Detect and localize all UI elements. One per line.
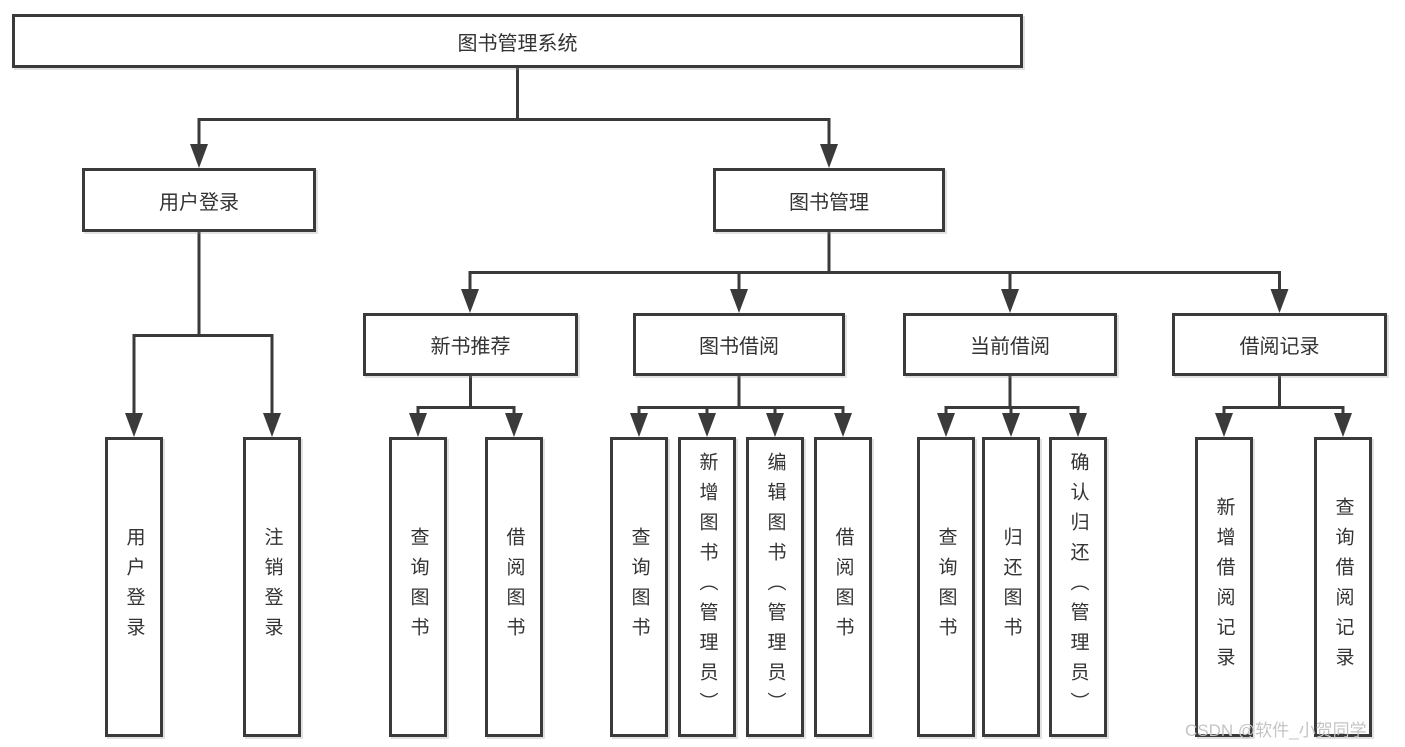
node-label: 新增图书（管理员） <box>696 452 718 722</box>
leaf-borrow-books-recommend: 借阅图书 <box>485 437 543 737</box>
arrowhead-down <box>698 413 716 437</box>
leaf-query-books-current: 查询图书 <box>917 437 975 737</box>
leaf-return-book: 归还图书 <box>982 437 1040 737</box>
node-label: 用户登录 <box>123 527 145 647</box>
node-label: 注销登录 <box>261 527 283 647</box>
connector-current-borrow-to-leaves <box>944 376 1080 415</box>
csdn-watermark: CSDN @软件_小贺同学 <box>1185 721 1367 740</box>
arrowhead-down <box>630 413 648 437</box>
node-label: 编辑图书（管理员） <box>764 452 786 722</box>
leaf-add-book-admin: 新增图书（管理员） <box>678 437 736 737</box>
arrowhead-down <box>125 413 143 437</box>
connector-book-borrow-to-leaves <box>637 376 845 415</box>
node-book-borrow: 图书借阅 <box>633 313 845 376</box>
node-label: 新书推荐 <box>430 336 511 358</box>
node-label: 图书管理 <box>789 191 869 214</box>
node-label: 查询图书 <box>935 527 957 647</box>
node-label: 借阅记录 <box>1239 336 1320 358</box>
node-label: 新增借阅记录 <box>1213 497 1235 677</box>
node-label: 确认归还（管理员） <box>1067 452 1089 722</box>
leaf-logout: 注销登录 <box>243 437 301 737</box>
node-label: 归还图书 <box>1000 527 1022 647</box>
arrowhead-down <box>1002 413 1020 437</box>
node-current-borrow: 当前借阅 <box>903 313 1117 376</box>
arrowhead-down <box>461 289 479 313</box>
arrowhead-down <box>730 289 748 313</box>
arrowhead-down <box>190 144 208 168</box>
node-book-management: 图书管理 <box>713 168 945 232</box>
leaf-query-books-recommend: 查询图书 <box>389 437 447 737</box>
leaf-confirm-return-admin: 确认归还（管理员） <box>1049 437 1107 737</box>
node-user-login: 用户登录 <box>82 168 316 232</box>
connector-user-login-to-leaves <box>132 232 274 414</box>
leaf-query-books-borrow: 查询图书 <box>610 437 668 737</box>
arrowhead-down <box>505 413 523 437</box>
leaf-query-borrow-record: 查询借阅记录 <box>1314 437 1372 737</box>
node-label: 图书借阅 <box>699 336 779 358</box>
node-label: 图书管理系统 <box>457 32 578 55</box>
node-label: 查询借阅记录 <box>1332 497 1354 677</box>
node-label: 借阅图书 <box>832 527 854 647</box>
connector-new-book-recommend-to-leaves <box>416 376 516 415</box>
connector-book-management-to-level3 <box>468 232 1281 290</box>
node-label: 当前借阅 <box>970 336 1050 358</box>
node-label: 用户登录 <box>159 191 239 214</box>
leaf-borrow-books-borrow: 借阅图书 <box>814 437 872 737</box>
node-label: 查询图书 <box>407 527 429 647</box>
arrowhead-down <box>409 413 427 437</box>
leaf-edit-book-admin: 编辑图书（管理员） <box>746 437 804 737</box>
arrowhead-down <box>1069 413 1087 437</box>
leaf-user-login: 用户登录 <box>105 437 163 737</box>
arrowhead-down <box>263 413 281 437</box>
arrowhead-down <box>1215 413 1233 437</box>
node-root: 图书管理系统 <box>12 14 1023 68</box>
node-new-book-recommend: 新书推荐 <box>363 313 578 376</box>
arrowhead-down <box>766 413 784 437</box>
arrowhead-down <box>1270 289 1289 313</box>
arrowhead-down <box>834 413 852 437</box>
connector-borrow-records-to-leaves <box>1222 376 1345 415</box>
node-label: 查询图书 <box>628 527 650 647</box>
arrowhead-down <box>1001 289 1019 313</box>
connector-root-to-level2 <box>197 68 831 146</box>
node-label: 借阅图书 <box>503 527 525 647</box>
node-borrow-records: 借阅记录 <box>1172 313 1387 376</box>
arrowhead-down <box>1334 413 1352 437</box>
arrowhead-down <box>820 144 838 168</box>
leaf-add-borrow-record: 新增借阅记录 <box>1195 437 1253 737</box>
arrowhead-down <box>937 413 955 437</box>
